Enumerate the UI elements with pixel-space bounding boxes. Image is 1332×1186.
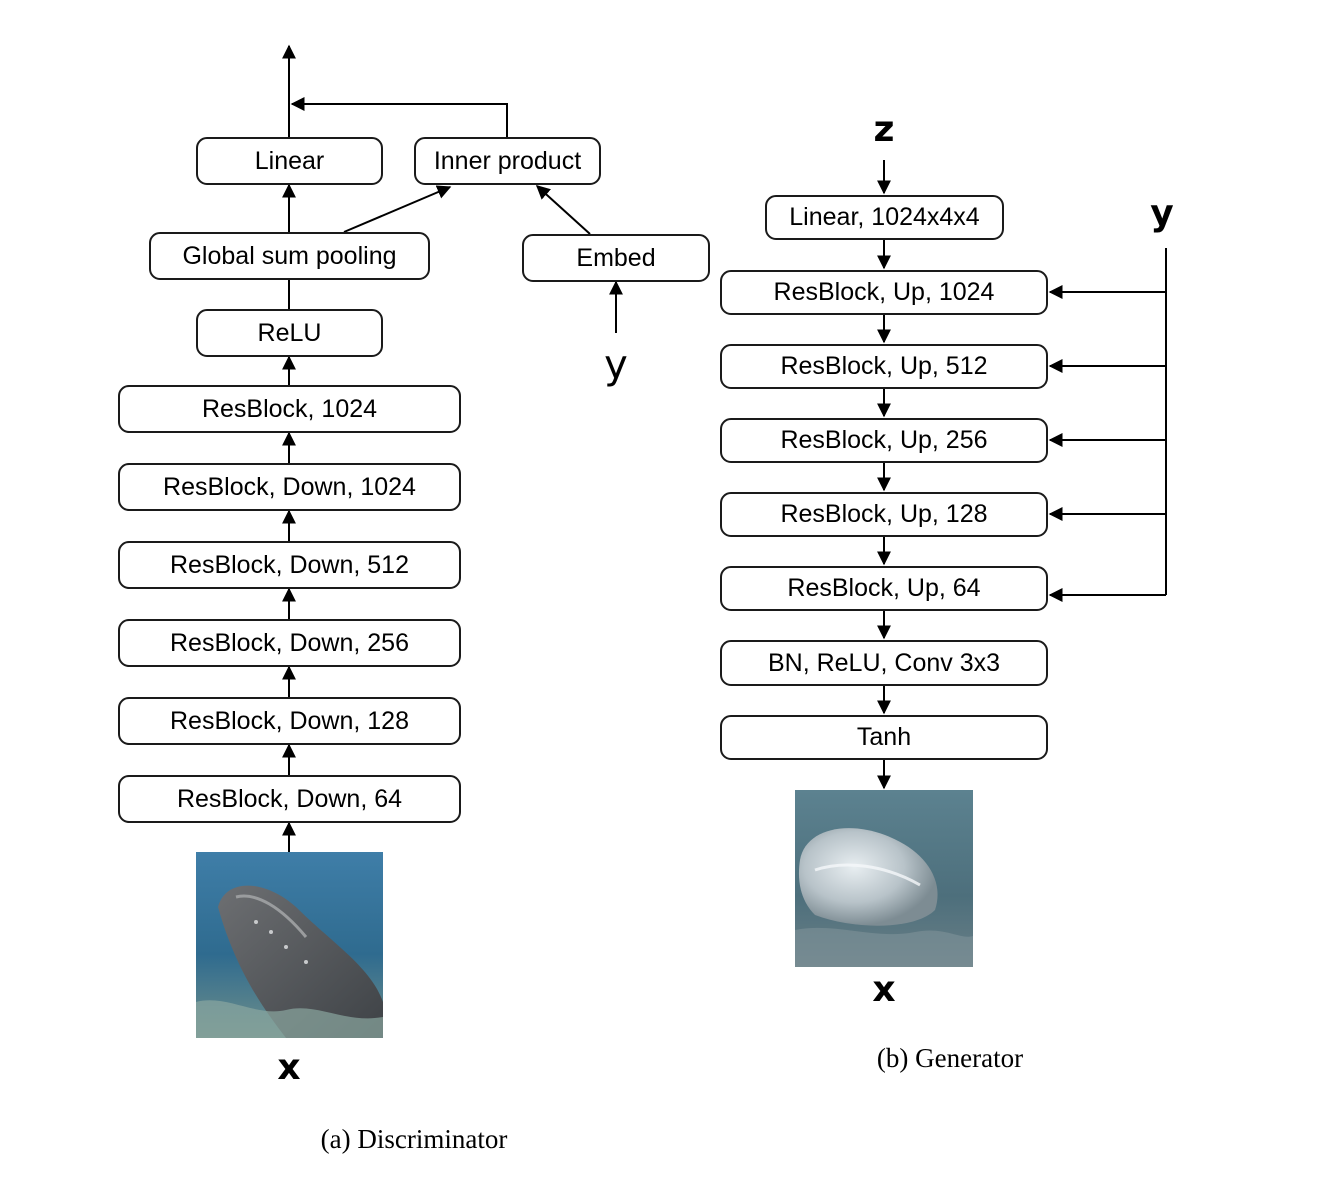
disc-resblock-down-64: ResBlock, Down, 64: [118, 775, 461, 823]
disc-resblock-down-128: ResBlock, Down, 128: [118, 697, 461, 745]
disc-x-label: x: [277, 1047, 301, 1088]
disc-resblock-down-1024: ResBlock, Down, 1024: [118, 463, 461, 511]
disc-resblock-down-256: ResBlock, Down, 256: [118, 619, 461, 667]
arrow-pooling-to-inner-product: [343, 185, 452, 233]
disc-inner-product-block: Inner product: [414, 137, 601, 185]
disc-resblock-down-512: ResBlock, Down, 512: [118, 541, 461, 589]
disc-input-whale-image: [196, 852, 383, 1038]
gen-caption: (b) Generator: [876, 1043, 1024, 1073]
arrow-embed-to-inner-product: [535, 185, 591, 235]
gen-bn-relu-conv-block: BN, ReLU, Conv 3x3: [720, 640, 1048, 686]
disc-relu-block: ReLU: [196, 309, 383, 357]
gen-resblock-up-128: ResBlock, Up, 128: [720, 492, 1048, 537]
disc-embed-block: Embed: [522, 234, 710, 282]
gen-resblock-up-1024: ResBlock, Up, 1024: [720, 270, 1048, 315]
disc-y-label: y: [604, 342, 628, 388]
gen-z-label: z: [873, 109, 895, 150]
gen-resblock-up-64: ResBlock, Up, 64: [720, 566, 1048, 611]
gen-resblock-up-256: ResBlock, Up, 256: [720, 418, 1048, 463]
gen-output-whale-image: [795, 790, 973, 967]
disc-caption: (a) Discriminator: [320, 1124, 508, 1154]
gen-resblock-up-512: ResBlock, Up, 512: [720, 344, 1048, 389]
gen-x-label: x: [872, 969, 896, 1010]
gen-y-label: y: [1150, 193, 1174, 234]
disc-global-sum-pooling-block: Global sum pooling: [149, 232, 430, 280]
arrow-inner-product-to-output: [290, 97, 508, 137]
gen-tanh-block: Tanh: [720, 715, 1048, 760]
gen-linear-block: Linear, 1024x4x4: [765, 195, 1004, 240]
disc-resblock-1024: ResBlock, 1024: [118, 385, 461, 433]
disc-linear-block: Linear: [196, 137, 383, 185]
